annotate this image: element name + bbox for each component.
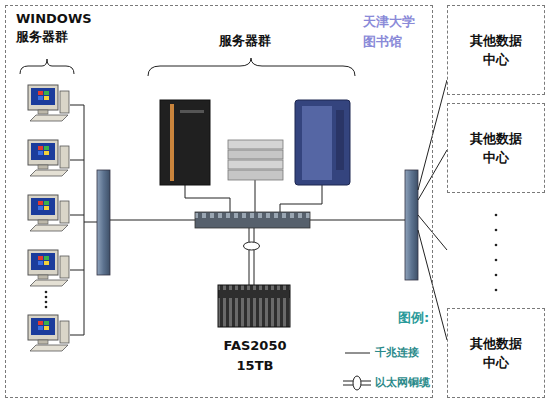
node-label: 其他数据 中心	[467, 129, 526, 168]
backbone-lines	[110, 80, 447, 340]
windows-pc	[28, 250, 69, 286]
legend-sample-cable	[343, 376, 371, 390]
storage-node: FAS2050 15TB	[216, 284, 294, 372]
windows-pc	[28, 315, 69, 351]
right-switch	[405, 170, 418, 280]
ellipsis-dots	[495, 214, 498, 292]
data-center-box: 其他数据 中心	[447, 103, 545, 193]
bracket	[148, 58, 355, 76]
data-center-box: 其他数据 中心	[447, 308, 545, 398]
data-center-box: 其他数据 中心	[447, 5, 545, 95]
left-switch	[97, 170, 110, 275]
windows-pc	[28, 85, 69, 121]
legend-text: 千兆连接	[375, 345, 419, 360]
legend-text: 以太网铜缆	[375, 375, 430, 390]
library-boundary: 天津大学 图书馆 FAS2050 15TB	[5, 5, 433, 398]
node-label: 其他数据 中心	[467, 31, 526, 70]
node-label: FAS2050 15TB	[220, 336, 290, 375]
group-label: WINDOWS 服务器群	[16, 10, 98, 45]
windows-pc	[28, 195, 69, 231]
bracket	[20, 59, 74, 74]
ethernet-cable	[244, 228, 260, 285]
legend-title: 图例:	[398, 309, 429, 327]
legend-sample-line	[345, 353, 370, 354]
core-switch	[195, 212, 310, 228]
windows-pc	[28, 140, 69, 176]
node-label: 其他数据 中心	[467, 334, 526, 373]
ellipsis-dots	[45, 291, 48, 309]
group-label: 服务器群	[219, 32, 271, 50]
pc-wiring	[70, 105, 97, 335]
region-title: 天津大学 图书馆	[363, 12, 422, 51]
storage-array	[218, 285, 290, 327]
server-group	[160, 100, 350, 185]
